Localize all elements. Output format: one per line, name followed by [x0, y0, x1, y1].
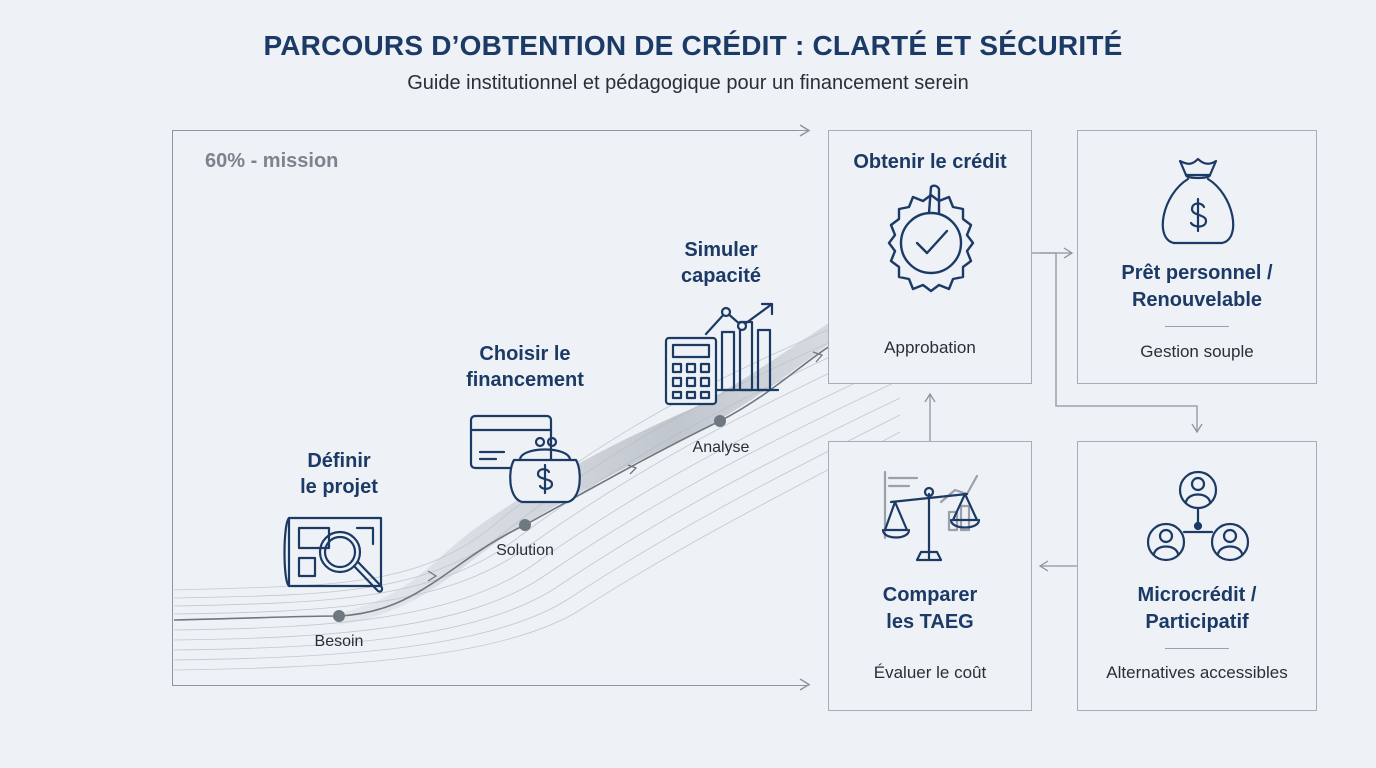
box-pret-personnel: Prêt personnel / Renouvelable Gestion so… — [1077, 130, 1317, 384]
people-network-icon — [1146, 470, 1250, 562]
node-label-besoin: Besoin — [314, 633, 364, 650]
scale-icon — [881, 470, 981, 562]
box-comparer-sub: Évaluer le coût — [873, 663, 987, 682]
page-subtitle: Guide institutionnel et pédagogique pour… — [407, 72, 969, 94]
box-microcredit: Microcrédit / Participatif Alternatives … — [1077, 441, 1317, 711]
node-label-approbation: Approbation — [884, 338, 976, 357]
node-analyse — [714, 415, 726, 427]
box-pret-sub: Gestion souple — [1140, 342, 1254, 361]
box-pret-title: Prêt personnel / Renouvelable — [1121, 262, 1273, 311]
blueprint-magnifier-icon — [283, 516, 384, 593]
box-micro-sub: Alternatives accessibles — [1106, 663, 1288, 682]
progress-label: 60% - mission — [205, 150, 339, 172]
box-comparer-taeg: Comparer les TAEG Évaluer le coût — [828, 441, 1032, 711]
card-purse-icon — [469, 414, 581, 504]
node-besoin — [333, 610, 345, 622]
box-pret-divider — [1165, 326, 1229, 327]
box-micro-divider — [1165, 648, 1229, 649]
box-obtenir-title: Obtenir le crédit — [853, 151, 1007, 173]
node-solution — [519, 519, 531, 531]
step-simuler-title: Simuler capacité — [680, 239, 762, 287]
step-definir-title: Définir le projet — [300, 450, 378, 498]
node-label-solution: Solution — [496, 542, 554, 559]
money-bag-icon — [1161, 157, 1235, 245]
box-micro-title: Microcrédit / Participatif — [1137, 584, 1257, 633]
box-comparer-title: Comparer les TAEG — [882, 584, 978, 633]
journey-frame — [172, 130, 809, 686]
step-choisir-title: Choisir le financement — [466, 343, 584, 391]
box-obtenir-credit: Obtenir le crédit Approbation — [828, 130, 1032, 384]
calculator-chart-icon — [664, 302, 780, 406]
page-title: PARCOURS D’OBTENTION DE CRÉDIT : CLARTÉ … — [263, 30, 1123, 61]
badge-check-icon — [887, 184, 975, 293]
node-label-analyse: Analyse — [692, 439, 750, 456]
